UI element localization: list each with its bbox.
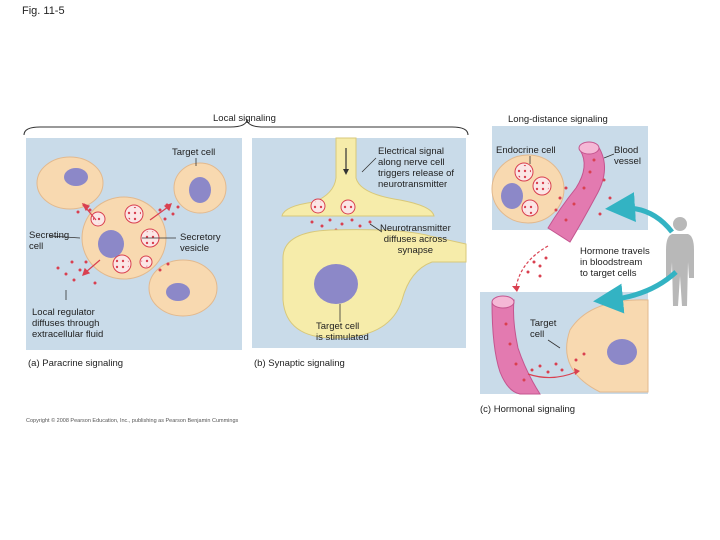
secretory-vesicle-label: Secretory vesicle [180,232,221,254]
copyright-notice: Copyright © 2008 Pearson Education, Inc.… [26,418,239,424]
teal-arrow-bottom [593,270,678,314]
paracrine-target-cell-top [173,162,227,214]
local-signaling-brace [23,118,469,136]
vessel-leader [603,153,615,159]
local-regulator-label: Local regulator diffuses through extrace… [32,307,104,340]
teal-arrow-top [605,192,674,234]
synaptic-vesicles [310,198,356,215]
blood-vessel-label: Blood vessel [614,145,641,167]
hormone-dots-bottom [530,352,586,374]
synaptic-caption: (b) Synaptic signaling [254,358,345,369]
paracrine-target-cell-label: Target cell [172,147,216,158]
paracrine-arrows [81,202,172,276]
endocrine-cell-label: Endocrine cell [496,145,556,156]
endocrine-cell [491,154,565,224]
electrical-leader [361,157,377,173]
paracrine-target-cell-bottom [148,259,218,317]
paracrine-caption: (a) Paracrine signaling [28,358,124,369]
axon-terminal [281,137,435,217]
local-signaling-header: Local signaling [213,113,276,124]
hormone-travel-dots [526,256,548,278]
target-cell-hormonal [566,299,649,393]
blood-vessel-top [547,141,605,243]
hormone-travels-label: Hormone travels in bloodstream to target… [580,246,650,279]
hormonal-target-cell-label: Target cell [530,318,557,340]
secreting-cell-leader [49,235,81,239]
secreting-cell [81,196,167,280]
hormone-travel-arrow [515,245,549,289]
target-stimulated-label: Target cell is stimulated [316,321,369,343]
figure-label: Fig. 11-5 [22,5,65,17]
target-neuron-nucleus [314,264,358,304]
human-figure [666,217,694,306]
target-neuron [282,229,467,339]
long-distance-signaling-header: Long-distance signaling [508,114,608,125]
hormonal-target-leader [547,339,561,349]
electrical-signal-label: Electrical signal along nerve cell trigg… [378,146,455,190]
neurotransmitter-label: Neurotransmitter diffuses across synapse [380,223,451,256]
blood-vessel-bottom [491,295,541,395]
hormone-entry-arrow [527,371,577,379]
secreting-cell-label: Secreting cell [29,230,70,252]
paracrine-target-cell-left [36,156,104,210]
hormonal-caption: (c) Hormonal signaling [480,404,576,415]
neurotransmitter-leader [369,223,383,233]
